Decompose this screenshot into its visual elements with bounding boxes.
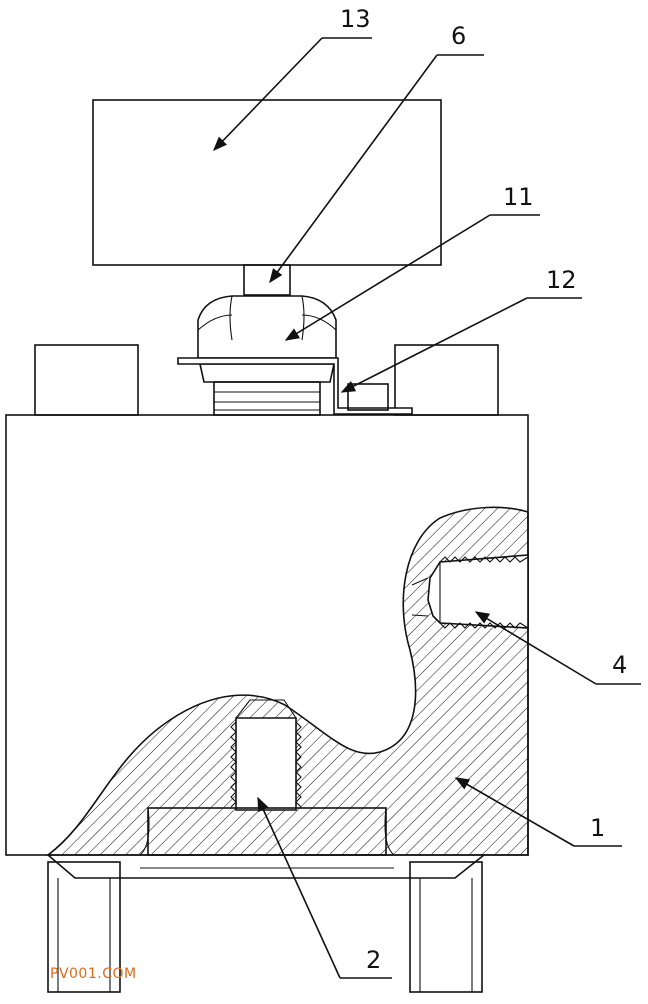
leader-4 <box>474 611 597 685</box>
watermark: PV001.COM <box>50 966 137 982</box>
stem-6 <box>243 264 291 296</box>
bottom-thread-right <box>295 721 302 808</box>
label-11: 11 <box>503 183 534 211</box>
leader-6 <box>269 54 438 284</box>
label-2: 2 <box>366 946 381 974</box>
left-post <box>34 344 139 416</box>
hatched-section <box>45 506 529 856</box>
label-1: 1 <box>590 814 605 842</box>
label-4: 4 <box>612 651 627 679</box>
label-6: 6 <box>451 22 466 50</box>
side-hole-cone <box>411 577 429 617</box>
leader-11 <box>284 214 491 341</box>
side-hole-4 <box>427 554 529 629</box>
bottom-thread-left <box>230 721 237 808</box>
hex-nut-bottom <box>199 363 335 383</box>
right-post <box>394 344 499 416</box>
small-clip <box>347 383 389 411</box>
top-box-13 <box>92 99 442 266</box>
hex-nut-faces <box>197 295 337 341</box>
bottom-hole-2 <box>235 717 297 811</box>
counterbore-chamfer <box>139 807 395 856</box>
base-plate <box>47 854 485 879</box>
side-hole-thread-top <box>439 556 529 563</box>
hex-nut-11 <box>197 295 337 359</box>
bottom-hole-cone <box>235 699 297 719</box>
leader-12 <box>340 297 528 393</box>
label-12: 12 <box>546 266 577 294</box>
bolt-thread <box>213 381 321 416</box>
side-hole-thread-bottom <box>439 622 529 629</box>
label-13: 13 <box>340 5 371 33</box>
right-leg <box>409 861 483 993</box>
left-leg <box>47 861 121 993</box>
leader-2 <box>257 796 341 979</box>
bolt-thread-lines <box>214 391 320 411</box>
leader-13 <box>213 37 323 152</box>
leader-1 <box>454 777 575 847</box>
